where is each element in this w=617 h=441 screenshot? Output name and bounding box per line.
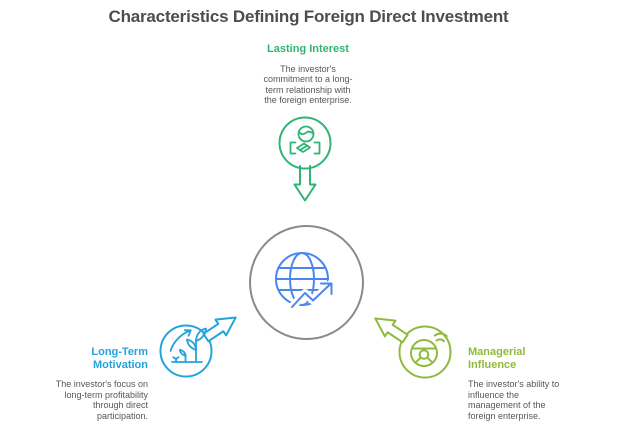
globe-glyph bbox=[275, 252, 329, 306]
lasting-interest-heading: Lasting Interest bbox=[267, 43, 349, 55]
long-term-motivation-heading: Long-Term Motivation bbox=[91, 346, 148, 371]
arrow-up-left-connector bbox=[374, 317, 409, 344]
node-lasting-interest: Lasting Interest The investor's commitme… bbox=[243, 43, 373, 106]
node-long-term-motivation: Long-Term Motivation The investor's focu… bbox=[23, 346, 148, 421]
globe-trend-icon bbox=[249, 225, 364, 340]
top-node-circle bbox=[278, 116, 332, 170]
managerial-influence-heading: Managerial Influence bbox=[468, 346, 526, 371]
handshake-globe-glyph bbox=[289, 125, 321, 155]
plant-growth-icon bbox=[159, 316, 237, 378]
left-node-circle bbox=[159, 324, 213, 378]
center-circle bbox=[249, 225, 364, 340]
arrow-down-connector bbox=[293, 165, 317, 202]
steering-wheel-icon bbox=[374, 317, 452, 379]
page-title: Characteristics Defining Foreign Direct … bbox=[108, 7, 509, 26]
node-managerial-influence: Managerial Influence The investor's abil… bbox=[468, 346, 563, 421]
steering-wheel-glyph bbox=[410, 332, 448, 367]
long-term-motivation-body: The investor's focus on long-term profit… bbox=[55, 379, 148, 421]
plant-growth-glyph bbox=[169, 327, 207, 363]
trend-arrow bbox=[291, 282, 333, 308]
arrow-up-right-connector bbox=[202, 316, 237, 343]
handshake-globe-icon bbox=[278, 116, 332, 202]
lasting-interest-body: The investor's commitment to a long- ter… bbox=[263, 63, 353, 106]
managerial-influence-body: The investor's ability to influence the … bbox=[468, 379, 560, 421]
